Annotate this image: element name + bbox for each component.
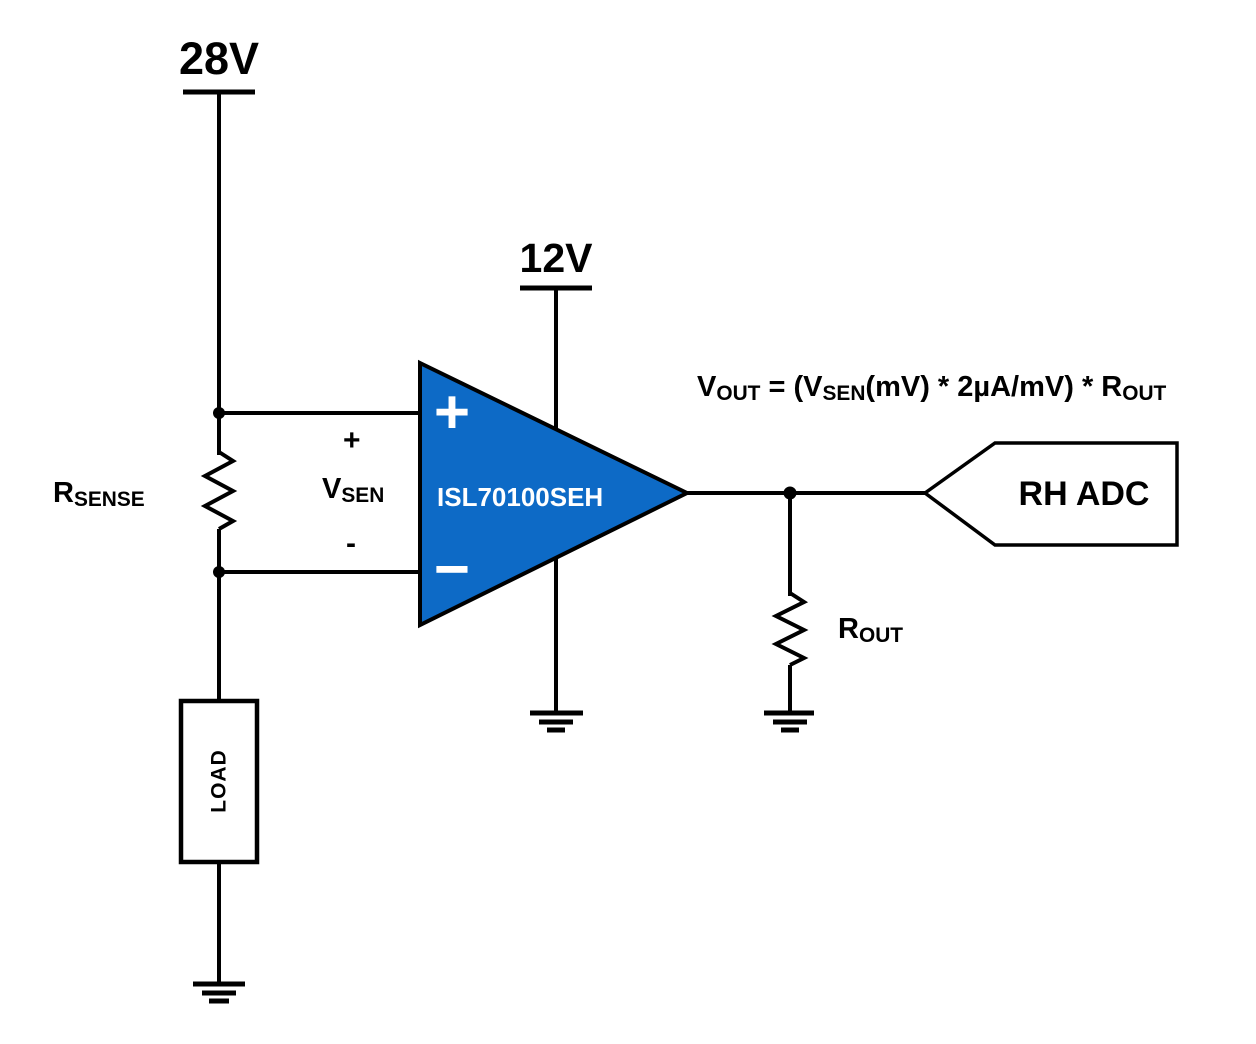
rout-label-base: R (838, 613, 859, 645)
opamp-triangle (418, 359, 692, 629)
vsen-label: VSEN (322, 473, 385, 507)
resistor-rsense (200, 450, 238, 531)
opamp-part-number: ISL70100SEH (437, 482, 604, 512)
supply-12v-label: 12V (519, 235, 593, 281)
vsen-label-sub: SEN (341, 483, 385, 507)
output-equation: VOUT = (VSEN(mV) * 2µA/mV) * ROUT (697, 371, 1167, 405)
opamp-noninverting-plus: + (433, 378, 471, 447)
opamp-inverting-minus: − (433, 535, 471, 604)
load-label: LOAD (207, 749, 231, 813)
equation-mid1: = (V (760, 371, 823, 403)
adc-tag-shape (922, 441, 1179, 547)
rsense-label: RSENSE (53, 477, 145, 511)
rout-label-sub: OUT (858, 623, 904, 647)
vsen-minus-sign: - (346, 527, 356, 560)
rsense-label-sub: SENSE (73, 487, 145, 511)
junction-dot-top (213, 407, 225, 419)
equation-sub-out2: OUT (1122, 381, 1167, 405)
rout-label: ROUT (838, 613, 904, 647)
junction-dot-bottom (213, 566, 225, 578)
ground-symbol-opamp (530, 710, 583, 733)
equation-sub-sen: SEN (822, 381, 866, 405)
vsen-label-base: V (322, 473, 342, 505)
adc-tag-label: RH ADC (1018, 475, 1150, 513)
vsen-plus-sign: + (343, 424, 361, 457)
ground-symbol-rout (764, 710, 814, 733)
supply-28v-label: 28V (178, 33, 260, 84)
resistor-rout (771, 591, 809, 667)
ground-symbol-load (193, 981, 245, 1004)
rsense-label-base: R (53, 477, 74, 509)
equation-mid2: (mV) * 2µA/mV) * R (865, 371, 1123, 403)
equation-v: V (697, 371, 717, 403)
equation-sub-out: OUT (716, 381, 761, 405)
load-box (178, 698, 260, 865)
